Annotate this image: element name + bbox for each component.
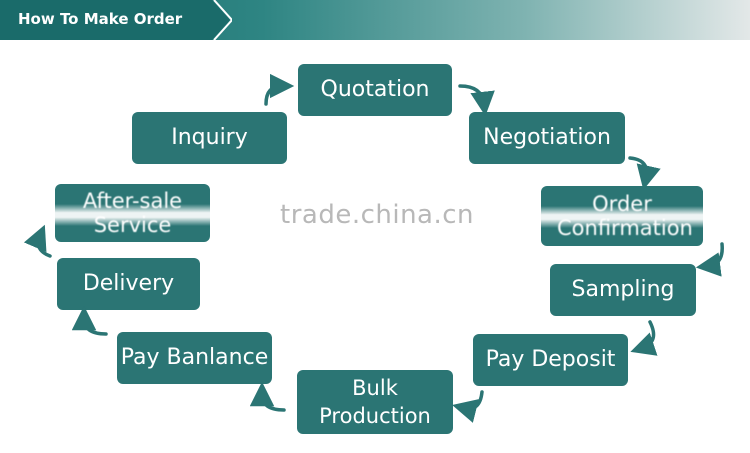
step-quotation: Quotation (298, 64, 452, 116)
step-label: Quotation (320, 76, 430, 102)
blur-band-right (530, 206, 720, 228)
curved-arrow-icon (249, 381, 286, 412)
curved-arrow-icon (458, 84, 495, 117)
step-label: Inquiry (171, 124, 248, 150)
step-label: Sampling (571, 276, 675, 302)
step-pay-deposit: Pay Deposit (473, 334, 628, 386)
step-label: Delivery (82, 270, 175, 296)
curved-arrow-icon (23, 224, 52, 258)
step-bulk-production: Bulk Production (297, 370, 453, 434)
step-label: Negotiation (483, 124, 611, 150)
curved-arrow-icon (695, 242, 724, 277)
curved-arrow-icon (628, 156, 661, 190)
curved-arrow-icon (71, 305, 108, 336)
curved-arrow-icon (630, 320, 658, 356)
step-pay-balance: Pay Banlance (117, 332, 272, 384)
curved-arrow-icon (264, 73, 295, 106)
curved-arrow-icon (452, 390, 484, 423)
header-tab: How To Make Order (0, 0, 232, 40)
step-negotiation: Negotiation (469, 112, 625, 164)
step-delivery: Delivery (57, 258, 200, 310)
page-title: How To Make Order (18, 10, 183, 28)
step-label: Pay Deposit (485, 346, 616, 372)
watermark-text: trade.china.cn (280, 200, 475, 230)
step-label: Bulk Production (319, 375, 431, 428)
header-tab-shape (0, 0, 232, 40)
step-label: Pay Banlance (120, 344, 269, 370)
blur-band-left (30, 204, 220, 226)
step-inquiry: Inquiry (132, 112, 287, 164)
step-sampling: Sampling (550, 264, 696, 316)
